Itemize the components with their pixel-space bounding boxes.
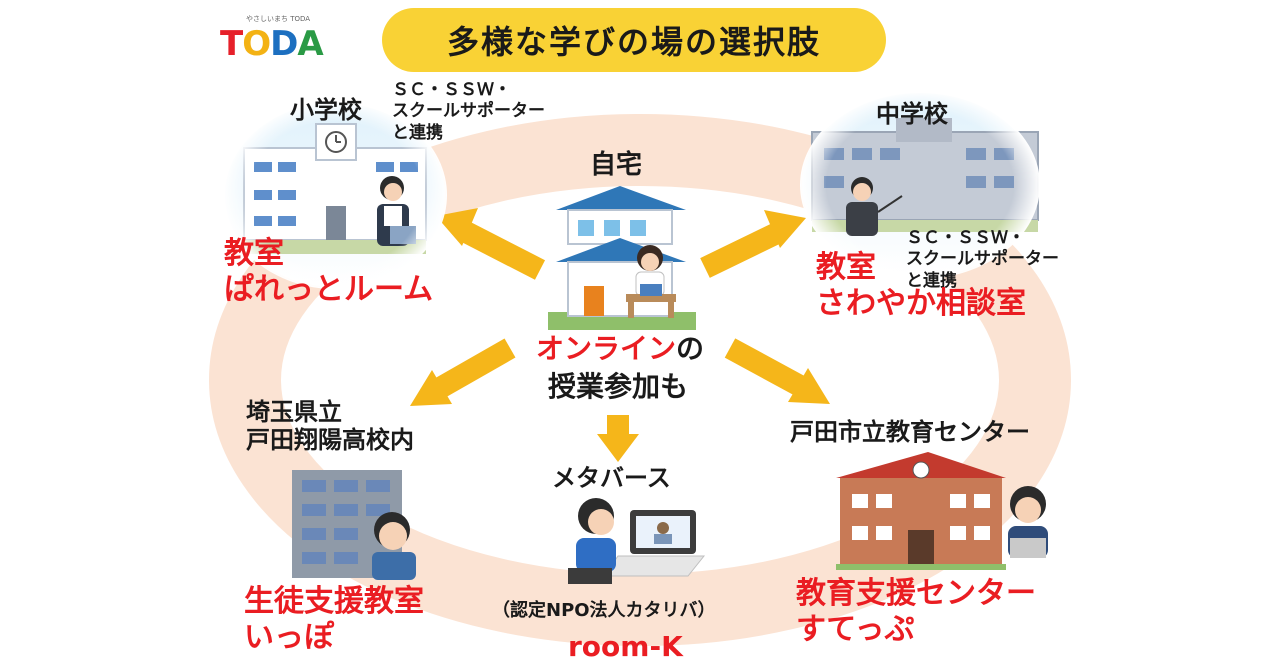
arrow-to-metaverse-icon (597, 415, 639, 462)
online-particle: の (676, 332, 705, 365)
elementary-label: 小学校 (290, 96, 362, 124)
logo-wordmark: TODA (220, 24, 324, 64)
online-text: オンラインの (536, 332, 704, 366)
arrow-to-junior-high-icon (700, 210, 806, 278)
logo-tagline: やさしいまち TODA (246, 15, 311, 23)
logo-letter-t: T (220, 24, 243, 64)
arrow-to-prefectural-icon (410, 338, 516, 406)
junior-high-room-line2: さわやか相談室 (816, 286, 1026, 321)
elementary-note-line2: スクールサポーター (392, 101, 545, 122)
elementary-note-line3: と連携 (392, 122, 443, 143)
prefectural-label-line2: 戸田翔陽高校内 (246, 426, 414, 455)
elementary-room-line2: ぱれっとルーム (224, 272, 434, 307)
logo-letter-o: O (242, 24, 271, 64)
metaverse-room: room-K (568, 630, 683, 663)
metaverse-label: メタバース (552, 464, 671, 492)
prefectural-room-line2: いっぽ (244, 620, 334, 655)
junior-high-label: 中学校 (876, 100, 948, 128)
prefectural-room: 生徒支援教室 いっぽ (244, 584, 424, 656)
elementary-room: 教室 ぱれっとルーム (224, 236, 433, 308)
home-illustration (548, 186, 696, 330)
elementary-school-illustration (223, 101, 447, 289)
elementary-note-line1: ＳＣ・ＳＳＷ・ (392, 80, 511, 100)
elementary-room-line1: 教室 (224, 236, 284, 271)
prefectural-label-line1: 埼玉県立 (246, 398, 342, 426)
junior-high-room-line1: 教室 (816, 250, 876, 285)
city-center-room-line2: すてっぷ (796, 612, 915, 647)
elementary-note: ＳＣ・ＳＳＷ・ スクールサポーター と連携 (392, 80, 545, 144)
junior-high-note-line1: ＳＣ・ＳＳＷ・ (906, 228, 1025, 248)
arrow-to-city-center-icon (724, 338, 830, 404)
home-label: 自宅 (590, 150, 643, 180)
junior-high-note-line3: と連携 (906, 270, 957, 291)
logo-letter-a: A (297, 24, 323, 64)
arrow-to-elementary-icon (436, 208, 546, 280)
prefectural-school-illustration (292, 470, 416, 580)
junior-high-note-line2: スクールサポーター (906, 249, 1059, 270)
metaverse-org: （認定NPO法人カタリバ） (492, 600, 716, 621)
junior-high-illustration (800, 91, 1040, 279)
page-title: 多様な学びの場の選択肢 (382, 8, 886, 72)
junior-high-room: 教室 さわやか相談室 (816, 250, 1026, 322)
logo-letter-d: D (270, 24, 298, 64)
junior-high-note: ＳＣ・ＳＳＷ・ スクールサポーター と連携 (906, 228, 1059, 292)
prefectural-room-line1: 生徒支援教室 (244, 584, 424, 619)
metaverse-illustration (568, 498, 706, 584)
city-center-room-line1: 教育支援センター (796, 576, 1036, 611)
city-center-label: 戸田市立教育センター (790, 418, 1030, 446)
city-center-illustration (836, 452, 1048, 570)
online-line2: 授業参加も (548, 370, 689, 403)
ring-background (209, 114, 1071, 646)
online-highlight: オンライン (536, 332, 677, 365)
prefectural-label: 埼玉県立 戸田翔陽高校内 (246, 398, 414, 455)
city-center-room: 教育支援センター すてっぷ (796, 576, 1036, 648)
